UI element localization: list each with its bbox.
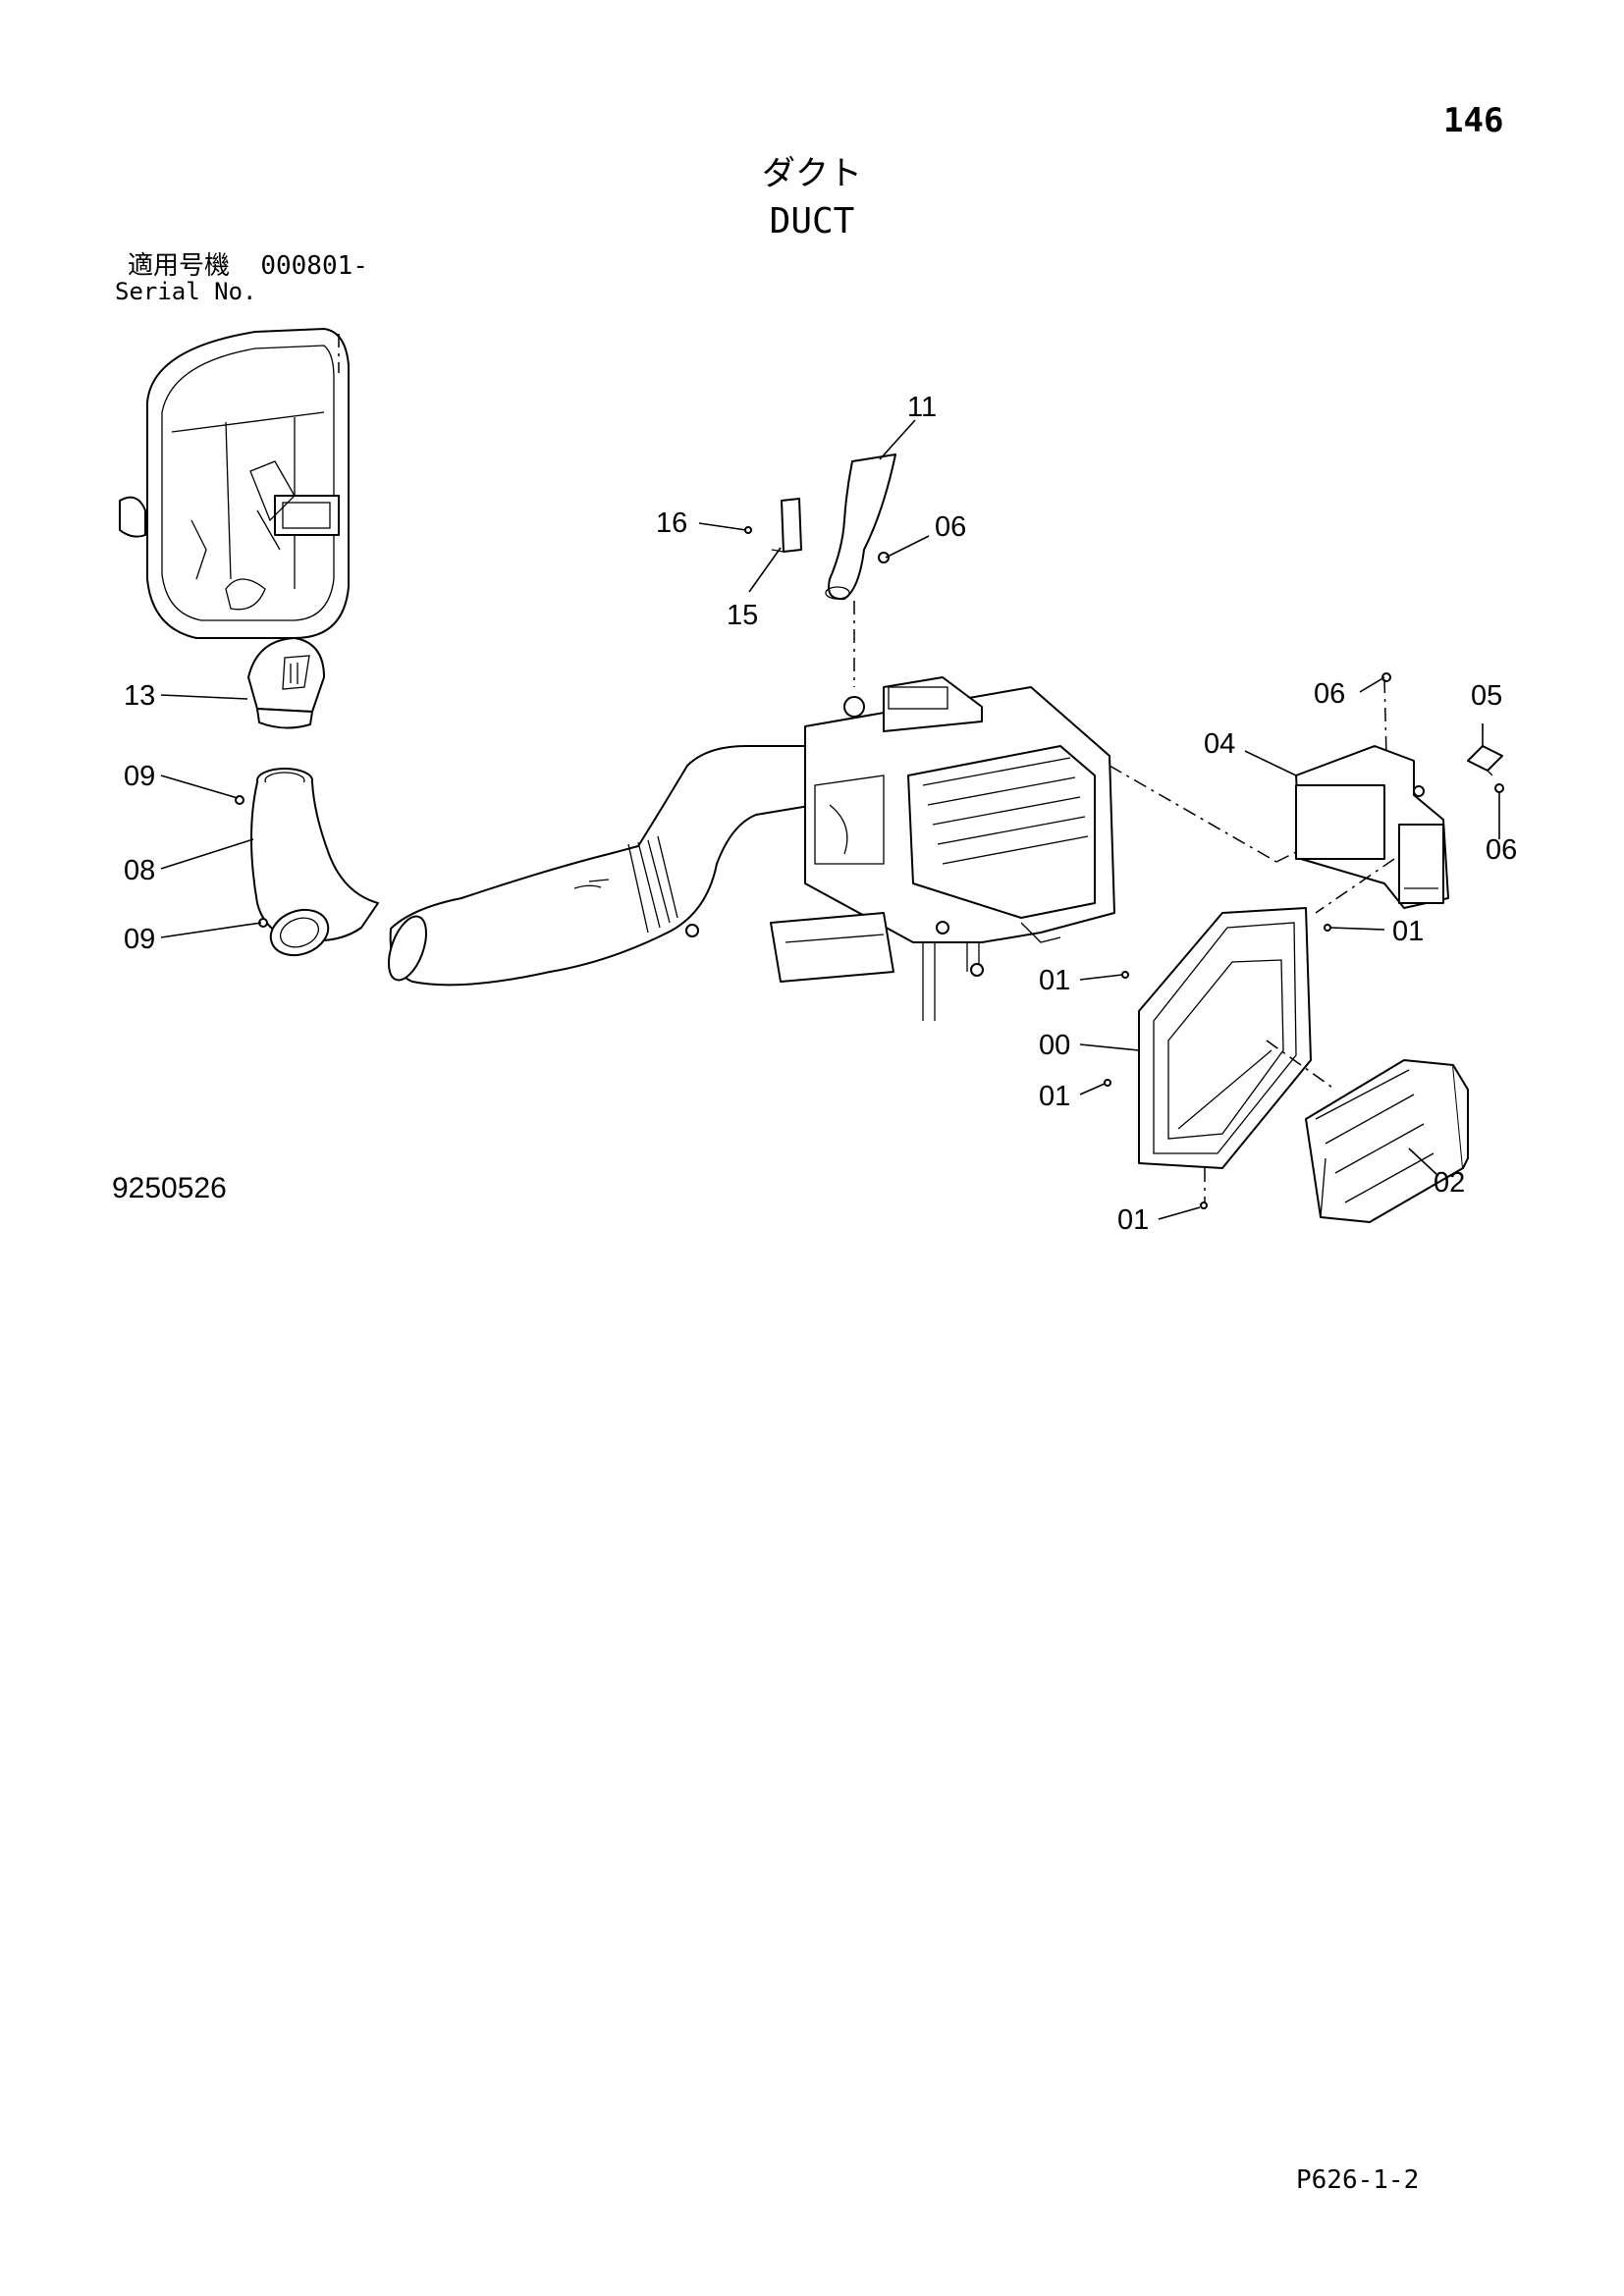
callout-01-c: 01 bbox=[1039, 1081, 1070, 1112]
part-13-grille bbox=[247, 637, 325, 729]
callout-15: 15 bbox=[727, 600, 758, 631]
connection-line bbox=[1383, 678, 1387, 757]
part-06-nut-upper bbox=[878, 552, 890, 563]
figure-number: 9250526 bbox=[112, 1172, 227, 1204]
callout-02: 02 bbox=[1434, 1167, 1465, 1199]
serial-value: 000801- bbox=[260, 251, 368, 281]
part-06-nut-lower bbox=[1494, 783, 1504, 793]
part-02-filter-cover bbox=[1305, 1059, 1469, 1223]
callout-11: 11 bbox=[907, 392, 937, 423]
callout-16: 16 bbox=[656, 507, 687, 539]
callout-01-b: 01 bbox=[1039, 965, 1070, 996]
main-duct bbox=[387, 745, 816, 987]
part-08-elbow-duct bbox=[235, 768, 379, 957]
callout-00: 00 bbox=[1039, 1030, 1070, 1061]
connection-line bbox=[1315, 858, 1395, 914]
callout-06-upper: 06 bbox=[935, 511, 966, 543]
part-01-screw-a bbox=[1324, 924, 1331, 932]
serial-range: 適用号機 000801- bbox=[128, 253, 368, 279]
callout-06-lower: 06 bbox=[1486, 834, 1517, 866]
part-11-upper-duct bbox=[825, 454, 896, 687]
page-number: 146 bbox=[1443, 101, 1504, 140]
part-01-screw-d bbox=[1200, 1201, 1208, 1209]
part-00-frame bbox=[1138, 907, 1312, 1169]
cab-overview-illustration bbox=[119, 328, 350, 639]
connection-line bbox=[1109, 765, 1277, 863]
air-conditioner-unit bbox=[685, 676, 1115, 1021]
connection-line bbox=[1266, 1040, 1336, 1091]
callout-06-right: 06 bbox=[1314, 678, 1345, 710]
part-15-bracket bbox=[771, 498, 802, 553]
callout-01-d: 01 bbox=[1117, 1204, 1149, 1236]
title-japanese: ダクト bbox=[762, 154, 862, 193]
part-04-duct bbox=[1295, 745, 1449, 909]
part-01-screw-b bbox=[1121, 971, 1129, 979]
title-english: DUCT bbox=[769, 201, 855, 241]
callout-01-a: 01 bbox=[1392, 916, 1424, 947]
part-01-screw-c bbox=[1104, 1079, 1111, 1087]
callout-05: 05 bbox=[1471, 680, 1502, 712]
serial-label-english: Serial No. bbox=[115, 278, 257, 305]
connection-line bbox=[1275, 851, 1297, 863]
part-05-clip bbox=[1467, 745, 1503, 776]
callout-08: 08 bbox=[124, 855, 155, 886]
page-code: P626-1-2 bbox=[1296, 2165, 1420, 2195]
callout-09-upper: 09 bbox=[124, 761, 155, 792]
callout-09-lower: 09 bbox=[124, 924, 155, 955]
leader-lines bbox=[160, 419, 1500, 1220]
callout-13: 13 bbox=[124, 680, 155, 712]
serial-label-japanese: 適用号機 bbox=[128, 251, 231, 281]
callout-04: 04 bbox=[1204, 728, 1235, 760]
